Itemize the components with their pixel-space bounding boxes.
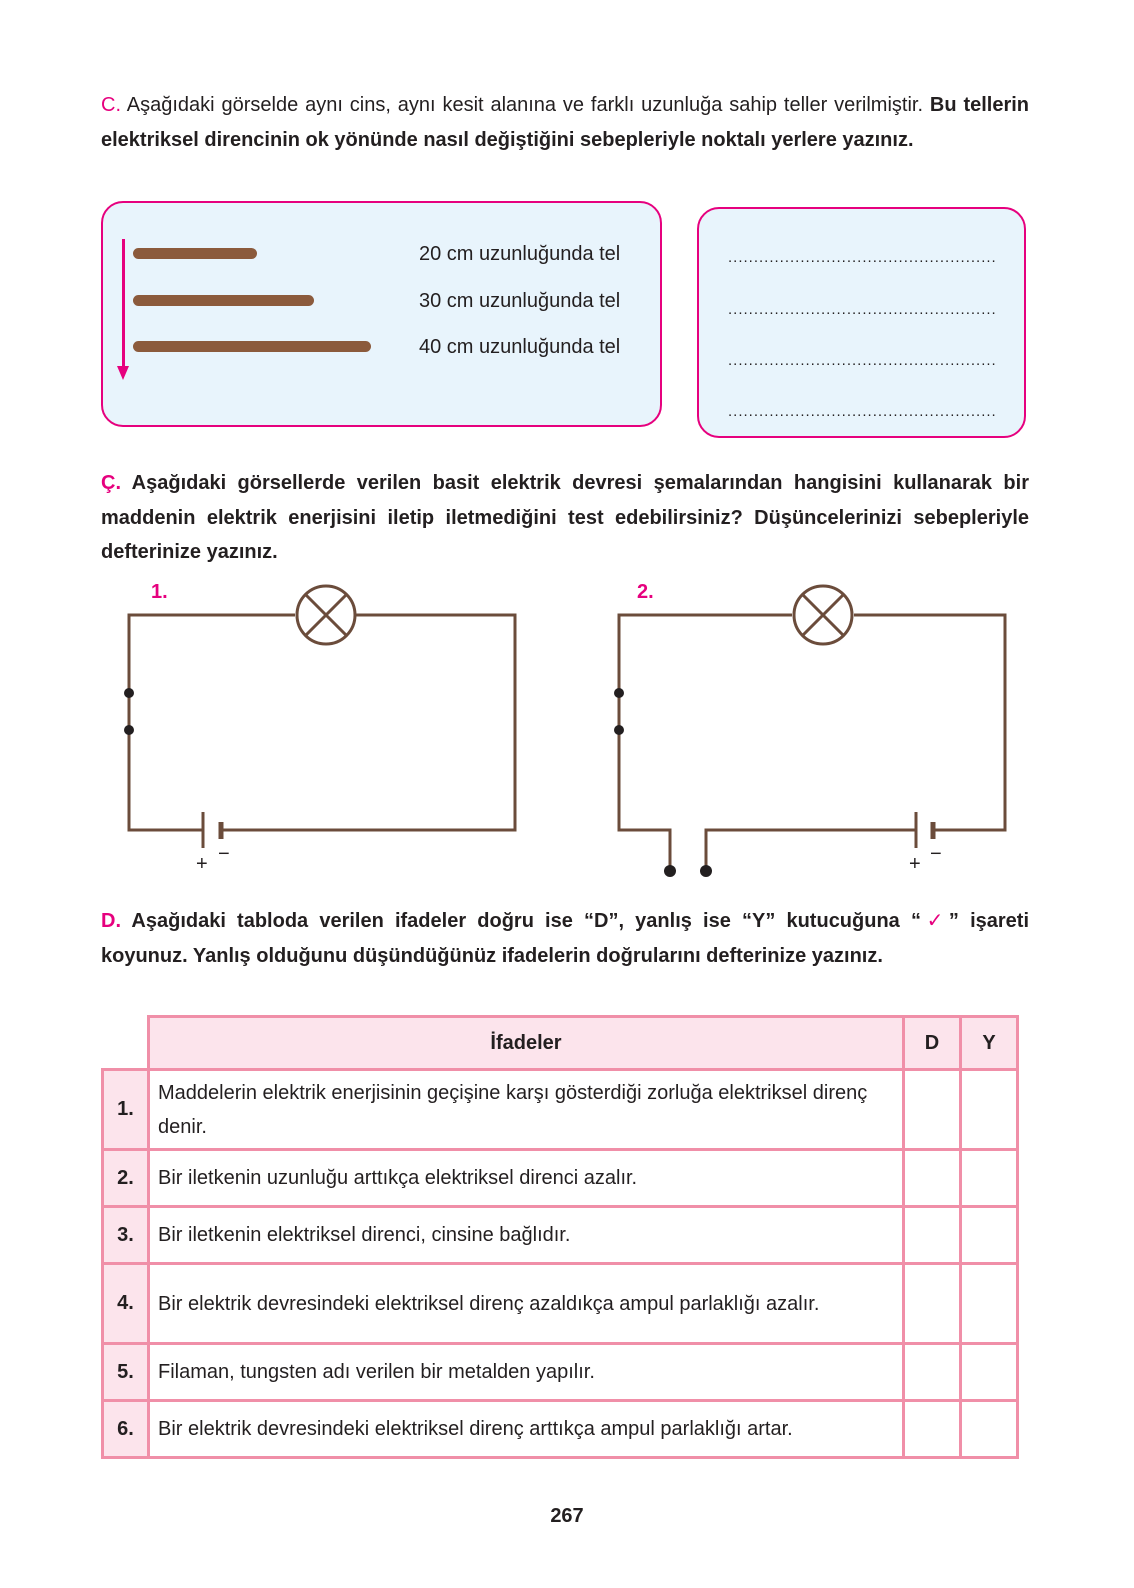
page-number: 267: [550, 1505, 584, 1527]
header-d: D: [902, 1015, 962, 1071]
wire-30cm: [133, 295, 314, 306]
checkbox-y[interactable]: [959, 1262, 1019, 1345]
answer-line-4[interactable]: ........................................…: [728, 403, 998, 420]
row-number: 6.: [101, 1399, 150, 1459]
circuit-2-number: 2.: [637, 581, 654, 603]
row-statement: Maddelerin elektrik enerjisinin geçişine…: [147, 1068, 905, 1151]
section-d-letter: D.: [101, 910, 121, 932]
battery-minus-label: −: [218, 843, 230, 865]
direction-arrow-icon: [122, 239, 125, 369]
checkbox-y[interactable]: [959, 1399, 1019, 1459]
battery-minus-label: −: [930, 843, 942, 865]
table-header-row: İfadeler D Y: [102, 1015, 1019, 1071]
terminal-dot: [614, 725, 624, 735]
row-number: 4.: [101, 1262, 150, 1345]
header-statements: İfadeler: [147, 1015, 905, 1071]
row-statement: Filaman, tungsten adı verilen bir metald…: [147, 1342, 905, 1402]
header-blank-cell: [102, 1016, 150, 1071]
row-number: 3.: [101, 1205, 150, 1265]
section-d-instructions: D. Aşağıdaki tabloda verilen ifadeler do…: [101, 904, 1029, 973]
open-end-dot: [700, 865, 712, 877]
checkbox-y[interactable]: [959, 1148, 1019, 1208]
row-number: 5.: [101, 1342, 150, 1402]
row-number: 1.: [101, 1068, 150, 1151]
section-cc-letter: Ç.: [101, 472, 121, 494]
section-d-text-2: ” işareti koyunuz. Yanlış olduğunu düşün…: [101, 910, 1030, 967]
terminal-dot: [124, 688, 134, 698]
section-c-letter: C.: [101, 94, 121, 116]
wire-label-40cm: 40 cm uzunluğunda tel: [419, 336, 621, 358]
circuit-1-number: 1.: [151, 581, 168, 603]
row-number: 2.: [101, 1148, 150, 1208]
wire-label-30cm: 30 cm uzunluğunda tel: [419, 290, 621, 312]
section-c-text: Aşağıdaki görselde aynı cins, aynı kesit…: [126, 94, 924, 116]
row-statement: Bir iletkenin uzunluğu arttıkça elektrik…: [147, 1148, 905, 1208]
answer-line-2[interactable]: ........................................…: [728, 301, 998, 318]
checkbox-d[interactable]: [902, 1399, 962, 1459]
table-row: 4. Bir elektrik devresindeki elektriksel…: [101, 1262, 1019, 1345]
table-row: 6. Bir elektrik devresindeki elektriksel…: [101, 1399, 1019, 1459]
row-statement: Bir elektrik devresindeki elektriksel di…: [147, 1399, 905, 1459]
checkbox-y[interactable]: [959, 1068, 1019, 1151]
checkbox-d[interactable]: [902, 1342, 962, 1402]
table-row: 5. Filaman, tungsten adı verilen bir met…: [101, 1342, 1019, 1402]
answer-line-3[interactable]: ........................................…: [728, 352, 998, 369]
checkbox-d[interactable]: [902, 1148, 962, 1208]
battery-plus-label: +: [196, 853, 208, 875]
table-row: 2. Bir iletkenin uzunluğu arttıkça elekt…: [101, 1148, 1019, 1208]
row-statement: Bir iletkenin elektriksel direnci, cinsi…: [147, 1205, 905, 1265]
row-statement: Bir elektrik devresindeki elektriksel di…: [147, 1262, 905, 1345]
checkbox-d[interactable]: [902, 1262, 962, 1345]
section-d-text-1: Aşağıdaki tabloda verilen ifadeler doğru…: [131, 910, 921, 932]
section-cc-instructions: Ç. Aşağıdaki görsellerde verilen basit e…: [101, 466, 1029, 570]
table-row: 1. Maddelerin elektrik enerjisinin geçiş…: [101, 1068, 1019, 1151]
wire-illustration-box: 20 cm uzunluğunda tel 30 cm uzunluğunda …: [101, 201, 662, 427]
wire-label-20cm: 20 cm uzunluğunda tel: [419, 243, 621, 265]
terminal-dot: [614, 688, 624, 698]
battery-plus-label: +: [909, 853, 921, 875]
checkbox-y[interactable]: [959, 1342, 1019, 1402]
section-c-bold-text: Bu tellerin elektriksel direncinin ok yö…: [101, 94, 1030, 151]
answer-box: ........................................…: [697, 207, 1026, 438]
arrow-head-icon: [117, 366, 129, 380]
section-c-instructions: C. Aşağıdaki görselde aynı cins, aynı ke…: [101, 88, 1029, 157]
checkbox-d[interactable]: [902, 1205, 962, 1265]
section-cc-text: Aşağıdaki görsellerde verilen basit elek…: [101, 472, 1029, 563]
wire-40cm: [133, 341, 371, 352]
terminal-dot: [124, 725, 134, 735]
circuit-1-diagram: + −: [124, 584, 517, 875]
open-end-dot: [664, 865, 676, 877]
check-mark-icon: ✓: [920, 910, 949, 932]
checkbox-d[interactable]: [902, 1068, 962, 1151]
wire-20cm: [133, 248, 257, 259]
answer-line-1[interactable]: ........................................…: [728, 249, 998, 266]
checkbox-y[interactable]: [959, 1205, 1019, 1265]
table-row: 3. Bir iletkenin elektriksel direnci, ci…: [101, 1205, 1019, 1265]
statements-table: İfadeler D Y 1. Maddelerin elektrik ener…: [101, 1015, 1019, 1459]
circuit-2-diagram: + −: [614, 584, 1007, 877]
header-y: Y: [959, 1015, 1019, 1071]
